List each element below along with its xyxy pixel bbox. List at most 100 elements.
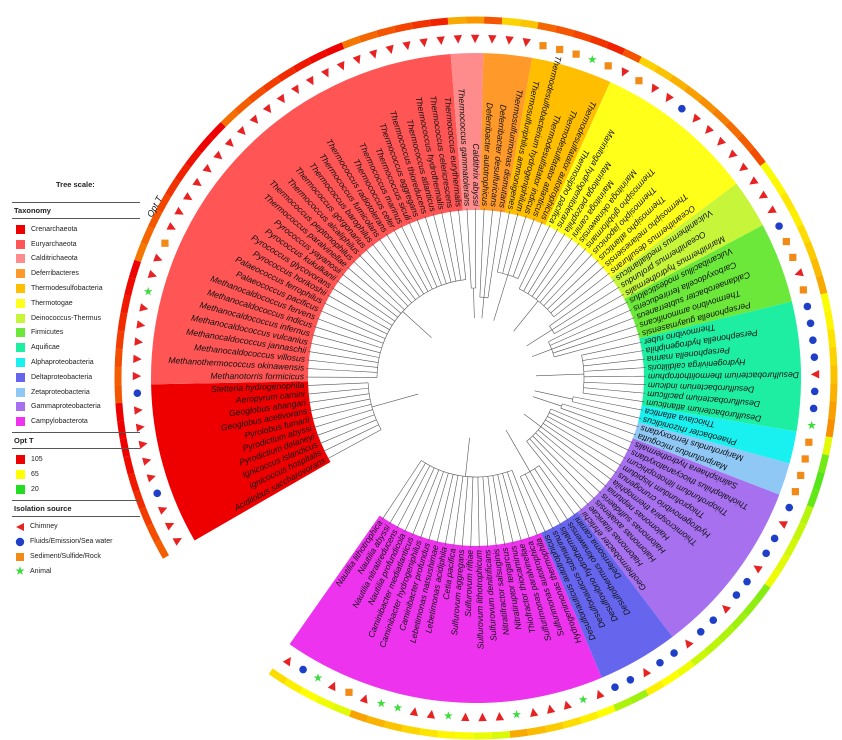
sub-branch (554, 341, 610, 358)
sub-branch (548, 320, 591, 342)
opt-t-segment (519, 19, 539, 29)
opt-t-segment (349, 709, 369, 723)
red-triangle-icon (139, 303, 149, 312)
blue-circle-icon (810, 353, 819, 362)
leaf-branch (518, 218, 535, 261)
leaf-branch (420, 512, 430, 539)
red-triangle-icon (192, 177, 202, 187)
sub-branch (448, 248, 457, 282)
red-triangle-icon (183, 192, 193, 201)
legend-label: Campylobacterota (31, 418, 88, 426)
color-swatch (16, 298, 25, 308)
opt-t-segment (572, 30, 592, 43)
legend-label: Chimney (30, 523, 58, 531)
leaf-branch (580, 474, 602, 494)
leaf-branch (311, 334, 358, 347)
orange-square-icon (789, 253, 797, 261)
color-swatch (16, 484, 25, 494)
leaf-branch (400, 225, 419, 261)
opt-t-segment (429, 17, 449, 27)
red-triangle-icon (717, 136, 727, 146)
sub-branch (355, 424, 379, 437)
clade-sector-crenarchaeota (151, 381, 331, 541)
sub-branch (464, 476, 469, 519)
leaf-branch (306, 359, 350, 365)
orange-square-icon (801, 455, 809, 463)
opt-t-segment (262, 76, 282, 93)
sub-branch (428, 250, 442, 286)
opt-t-segment (114, 348, 123, 368)
taxonomy-legend-item: Crenarchaeota (12, 222, 140, 237)
leaf-branch (478, 513, 480, 548)
opt-t-segment (537, 21, 557, 33)
sub-branch (458, 476, 464, 509)
sub-branch (471, 476, 474, 505)
opt-t-segment (196, 135, 214, 154)
leaf-branch (540, 478, 569, 521)
opt-t-segment (822, 436, 833, 456)
opt-t-segment (717, 624, 736, 643)
sub-branch (502, 473, 513, 509)
red-triangle-icon (530, 707, 539, 717)
legend-label: Euryarchaeota (31, 240, 77, 248)
opt-t-segment (455, 731, 474, 740)
species-label: Methanotorris formicicus (210, 371, 304, 382)
opt-t-segment (437, 730, 457, 739)
leaf-branch (505, 213, 519, 262)
sub-branch (349, 364, 378, 368)
opt-t-segment (820, 292, 832, 312)
blue-circle-icon (806, 319, 815, 328)
sub-branch (573, 396, 600, 403)
leaf-branch (596, 388, 646, 394)
leaf-branch (323, 302, 357, 320)
leaf-branch (561, 485, 583, 511)
red-triangle-icon (522, 37, 531, 47)
leaf-branch (453, 508, 459, 547)
green-star-icon (807, 420, 817, 430)
opt-t-segment (818, 453, 830, 474)
green-star-icon (587, 54, 597, 64)
legend-label: Thermodesulfobacteria (31, 285, 103, 293)
leaf-branch (532, 504, 546, 534)
sub-branch (538, 465, 552, 483)
sub-branch (336, 355, 379, 363)
leaf-branch (316, 318, 357, 334)
taxonomy-legend-item: Thermotogae (12, 296, 140, 311)
red-triangle-icon (134, 337, 144, 346)
leaf-branch (371, 243, 403, 283)
red-triangle-icon (133, 354, 142, 363)
opt-t-segment (383, 720, 403, 732)
opt-t-segment (544, 721, 565, 733)
color-swatch (16, 328, 25, 338)
sub-branch (381, 304, 399, 318)
opt-t-segment (783, 537, 799, 558)
orange-square-icon (345, 688, 353, 696)
red-triangle-icon (722, 605, 732, 614)
sub-branch (529, 438, 559, 472)
taxonomy-legend-item: Firmicutes (12, 326, 140, 341)
sub-branch (539, 277, 561, 303)
sub-branch (527, 262, 548, 294)
leaf-branch (458, 208, 463, 242)
leaf-branch (326, 435, 371, 460)
opt-t-segment (156, 193, 172, 213)
leaf-branch (341, 273, 382, 305)
opt-t-segment (613, 697, 633, 712)
leaf-branch (586, 272, 610, 292)
clade-stem (513, 300, 539, 332)
sub-branch (418, 260, 433, 290)
species-label: Caldithrix abyssi (471, 143, 481, 207)
blue-circle-icon (15, 537, 25, 546)
opt-t-segment (815, 275, 828, 295)
sub-branch (550, 294, 572, 314)
red-triangle-icon (749, 176, 759, 185)
opt-t-segment (654, 65, 674, 81)
sub-branch (553, 290, 588, 318)
leaf-branch (522, 498, 539, 537)
red-triangle-icon (547, 704, 556, 714)
sub-branch (385, 291, 405, 310)
opt-t-segment (483, 16, 503, 25)
color-swatch (16, 358, 25, 368)
legend-label: Sediment/Sulfide/Rock (30, 553, 101, 561)
